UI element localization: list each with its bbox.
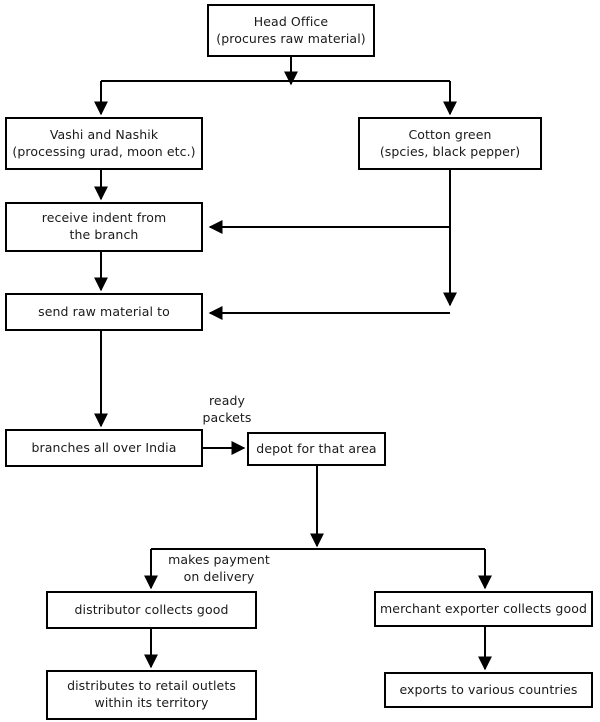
- edge-label-makes-payment-on-delivery: makes payment on delivery: [168, 552, 270, 584]
- node-branches-all-over-india[interactable]: branches all over India: [5, 429, 203, 467]
- node-distributor-collects-good-line1: distributor collects good: [74, 601, 229, 617]
- node-depot-for-that-area[interactable]: depot for that area: [247, 432, 386, 466]
- node-head-office[interactable]: Head Office (procures raw material): [207, 4, 375, 57]
- node-head-office-line2: (procures raw material): [216, 30, 366, 46]
- node-send-raw-material[interactable]: send raw material to: [5, 293, 203, 331]
- node-cotton-green-line2: (spcies, black pepper): [379, 143, 521, 159]
- node-distributor-collects-good[interactable]: distributor collects good: [46, 591, 257, 629]
- node-distributes-to-retail-outlets-line1: distributes to retail outlets: [67, 678, 236, 694]
- node-distributes-to-retail-outlets-line2: within its territory: [94, 695, 209, 710]
- node-receive-indent-line1: receive indent from: [41, 210, 167, 226]
- node-branches-all-over-india-line1: branches all over India: [31, 439, 177, 455]
- node-vashi-and-nashik-line1: Vashi and Nashik: [49, 126, 159, 142]
- node-head-office-line1: Head Office: [253, 13, 329, 29]
- node-send-raw-material-line1: send raw material to: [38, 303, 170, 319]
- edge-label-ready-packets: ready packets: [202, 393, 252, 425]
- node-depot-for-that-area-line1: depot for that area: [256, 440, 377, 456]
- node-receive-indent-line2: the branch: [69, 227, 139, 242]
- node-exports-to-various-countries[interactable]: exports to various countries: [384, 672, 593, 708]
- node-merchant-exporter-collects-good-line1: merchant exporter collects good: [380, 600, 587, 616]
- node-vashi-and-nashik-line2: (processing urad, moon etc.): [12, 143, 196, 159]
- node-merchant-exporter-collects-good[interactable]: merchant exporter collects good: [374, 591, 593, 627]
- node-cotton-green[interactable]: Cotton green (spcies, black pepper): [358, 117, 542, 170]
- node-cotton-green-line1: Cotton green: [408, 126, 492, 142]
- node-exports-to-various-countries-line1: exports to various countries: [399, 681, 578, 697]
- node-receive-indent[interactable]: receive indent from the branch: [5, 202, 203, 252]
- node-vashi-and-nashik[interactable]: Vashi and Nashik (processing urad, moon …: [5, 117, 203, 170]
- node-distributes-to-retail-outlets[interactable]: distributes to retail outlets within its…: [46, 670, 257, 720]
